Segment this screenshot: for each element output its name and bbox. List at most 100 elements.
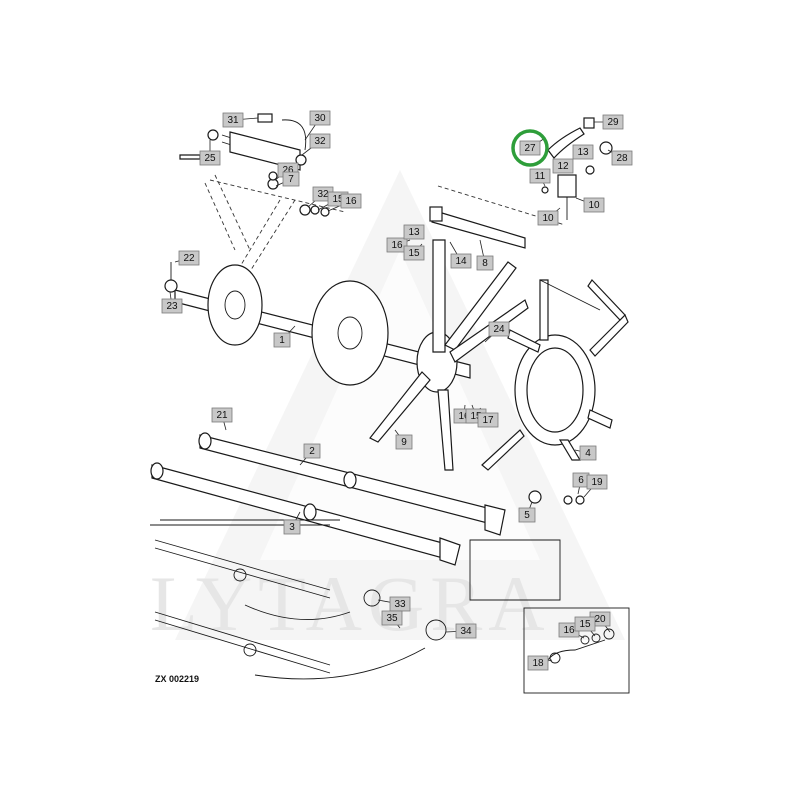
callout-label: 15 [332, 194, 344, 205]
callout-c12: 12 [552, 158, 574, 174]
inset-border [523, 607, 630, 694]
callout-box [386, 237, 408, 253]
callout-c27: 27 [519, 140, 541, 156]
callout-c14: 14 [450, 253, 472, 269]
tine-tubes [150, 432, 585, 566]
callout-box [537, 210, 559, 226]
callout-label: 16 [391, 240, 403, 251]
inset-detail-box [523, 607, 630, 694]
callout-label: 20 [594, 614, 606, 625]
callout-c7: 7 [282, 171, 300, 187]
callout-label: 5 [524, 510, 530, 521]
callout-c6: 6 [572, 472, 590, 488]
callout-c34: 34 [455, 623, 477, 639]
callout-label: 17 [482, 415, 494, 426]
callout-label: 28 [616, 153, 628, 164]
callout-label: 32 [317, 189, 329, 200]
callout-label: 10 [542, 213, 554, 224]
callout-label: 21 [216, 410, 228, 421]
figure-code: ZX 002219 [155, 674, 199, 684]
callout-box [395, 434, 413, 450]
callout-box [574, 616, 596, 632]
callout-label: 2 [309, 446, 315, 457]
callout-label: 8 [482, 258, 488, 269]
callout-label: 13 [408, 227, 420, 238]
callout-label: 15 [408, 248, 420, 259]
callout-c25: 25 [199, 150, 221, 166]
callout-c33: 33 [389, 596, 411, 612]
callout-label: 14 [455, 256, 467, 267]
callout-c35: 35 [381, 610, 403, 626]
callout-box [199, 150, 221, 166]
callout-c2: 2 [303, 443, 321, 459]
callout-c24: 24 [488, 321, 510, 337]
callout-box [211, 407, 233, 423]
callout-box [403, 245, 425, 261]
callout-label: 31 [227, 115, 239, 126]
callout-box [572, 144, 594, 160]
callout-c18: 18 [527, 655, 549, 671]
watermark-text: LYTAGRA [150, 560, 551, 647]
callout-c11: 11 [529, 168, 551, 184]
callout-label: 16 [345, 196, 357, 207]
callout-box [178, 250, 200, 266]
callout-label: 18 [532, 658, 544, 669]
callout-label: 22 [183, 253, 195, 264]
callout-box [455, 623, 477, 639]
callout-box [518, 507, 536, 523]
upper-left-bracket-assembly [179, 113, 346, 301]
callout-c22: 22 [178, 250, 200, 266]
callout-c16a: 16 [340, 193, 362, 209]
callout-label: 32 [314, 136, 326, 147]
callout-box [381, 610, 403, 626]
callout-box [476, 255, 494, 271]
lower-tine-detail [150, 519, 561, 680]
callout-label: 7 [288, 174, 294, 185]
callout-box [283, 519, 301, 535]
callout-label: 12 [557, 161, 569, 172]
callout-c32a: 32 [309, 133, 331, 149]
callout-c10a: 10 [537, 210, 559, 226]
callout-box [403, 224, 425, 240]
callout-label: 26 [282, 165, 294, 176]
callout-box [488, 321, 510, 337]
callout-label: 15 [579, 619, 591, 630]
callout-label: 30 [314, 113, 326, 124]
callout-c15b: 15 [403, 245, 425, 261]
callout-box [309, 110, 331, 126]
callout-label: 25 [204, 153, 216, 164]
callout-c28: 28 [611, 150, 633, 166]
callout-box [602, 114, 624, 130]
callout-box [309, 133, 331, 149]
callout-label: 4 [585, 448, 591, 459]
callout-label: 6 [578, 475, 584, 486]
callout-c29: 29 [602, 114, 624, 130]
callout-c19: 19 [586, 474, 608, 490]
callout-c13b: 13 [572, 144, 594, 160]
callout-c8: 8 [476, 255, 494, 271]
callout-c1: 1 [273, 332, 291, 348]
callout-c15d: 15 [574, 616, 596, 632]
callout-label: 10 [588, 200, 600, 211]
callout-label: 29 [607, 117, 619, 128]
callout-label: 16 [563, 625, 575, 636]
callout-box [273, 332, 291, 348]
callout-c17: 17 [477, 412, 499, 428]
callout-c16b: 16 [386, 237, 408, 253]
callout-label: 27 [524, 143, 536, 154]
callout-box [222, 112, 244, 128]
shaft-assembly [164, 262, 471, 393]
callout-label: 13 [577, 147, 589, 158]
callout-c21: 21 [211, 407, 233, 423]
callout-box [579, 445, 597, 461]
callout-c3: 3 [283, 519, 301, 535]
callout-c9: 9 [395, 434, 413, 450]
callout-c4: 4 [579, 445, 597, 461]
callout-label: 24 [493, 324, 505, 335]
frame-spider [481, 279, 629, 471]
callout-box [450, 253, 472, 269]
callout-box [586, 474, 608, 490]
callout-label: 15 [470, 411, 482, 422]
